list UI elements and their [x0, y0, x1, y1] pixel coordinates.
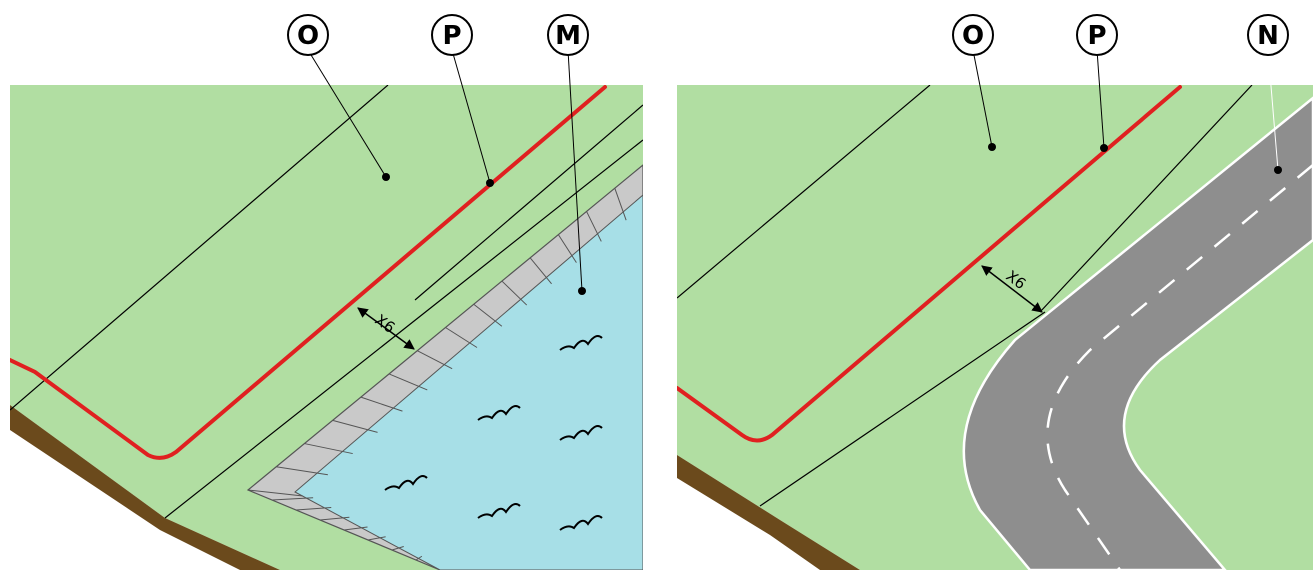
boundary-line — [10, 85, 607, 460]
wave-mark — [477, 503, 521, 519]
boundary-line — [677, 85, 1182, 443]
wave-mark — [384, 475, 428, 491]
paving-joint — [586, 211, 602, 242]
svg-text:O: O — [297, 21, 319, 51]
setback-line — [677, 85, 931, 299]
paving-joint — [473, 303, 503, 327]
paving-joint — [642, 165, 643, 168]
setback-line — [759, 311, 1046, 507]
svg-text:O: O — [962, 21, 984, 51]
paving-joint — [529, 257, 552, 285]
paving-joint — [360, 396, 403, 412]
wave-mark — [559, 425, 603, 441]
paving-joint — [304, 443, 353, 455]
paving-joint — [388, 373, 428, 391]
paving-joint — [276, 466, 328, 476]
wave-mark — [559, 515, 603, 531]
paving-joint — [557, 234, 577, 263]
road-centerline — [1046, 164, 1313, 570]
paving-joint — [391, 546, 404, 551]
paving-joints — [247, 165, 643, 561]
road-surface — [962, 96, 1313, 570]
svg-text:N: N — [1257, 21, 1279, 51]
paving-joint — [445, 327, 478, 348]
dimension-arrow — [981, 265, 1043, 313]
paving-joint — [319, 516, 350, 521]
paving-joint — [247, 489, 304, 497]
paving-joint — [415, 555, 423, 561]
callout-P: P — [431, 14, 494, 187]
paving-joint — [417, 350, 453, 370]
callout-P: P — [1076, 14, 1118, 152]
setback-line — [1039, 85, 1253, 313]
paving-joint — [367, 536, 386, 541]
setback-line — [414, 104, 643, 301]
paving-joint — [271, 497, 314, 501]
paving-joint — [501, 280, 528, 306]
svg-text:M: M — [555, 21, 581, 51]
callout-O: O — [952, 14, 996, 151]
callout-M: M — [547, 14, 589, 295]
paving-joint — [343, 526, 368, 531]
water-waves — [384, 335, 603, 531]
wave-mark — [477, 405, 521, 421]
paving-joint — [332, 419, 378, 433]
svg-text:P: P — [442, 21, 461, 51]
dimension-arrow — [357, 307, 415, 350]
paving-joint — [614, 188, 627, 221]
svg-text:P: P — [1087, 21, 1106, 51]
grass-area — [677, 85, 1313, 570]
wave-mark — [559, 335, 603, 351]
right-panel: X6 O P N — [677, 14, 1313, 570]
paving-joint — [295, 507, 332, 511]
callout-O: O — [287, 14, 390, 181]
left-panel: X6 O P M — [10, 14, 643, 570]
callout-N: N — [1247, 14, 1289, 174]
setback-line — [10, 85, 389, 411]
pond-water — [294, 194, 643, 570]
